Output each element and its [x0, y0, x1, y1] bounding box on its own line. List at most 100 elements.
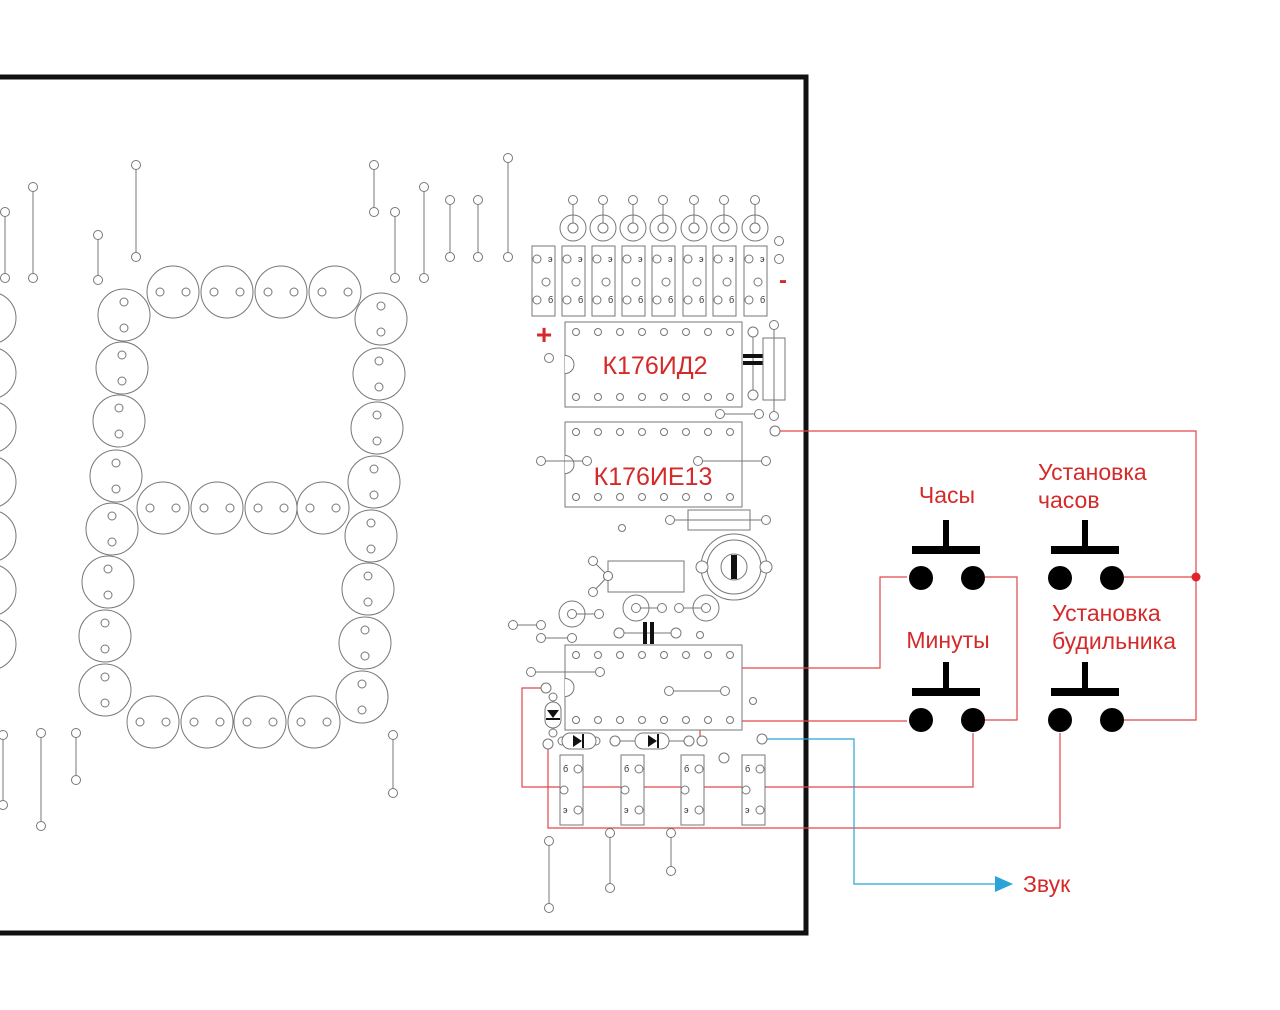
pad — [761, 515, 771, 525]
segment-pad — [233, 695, 287, 749]
wire-sound — [767, 738, 995, 885]
pad — [713, 295, 723, 305]
label-minutes: Минуты — [906, 627, 989, 653]
pad — [747, 389, 759, 401]
segment-pad — [97, 288, 151, 342]
segment-hole — [372, 436, 382, 446]
segment-pad — [95, 341, 149, 395]
ic-pin — [594, 493, 602, 501]
resistor-pad — [649, 214, 677, 242]
pad — [532, 295, 542, 305]
capacitor — [743, 354, 765, 358]
segment-hole — [366, 544, 376, 554]
chip-label-decoder: К176ИД2 — [602, 352, 707, 380]
pad — [548, 692, 558, 702]
ic-pin — [660, 716, 668, 724]
pad — [670, 627, 682, 639]
pad — [693, 456, 703, 466]
buttons — [909, 520, 1124, 732]
pad — [622, 295, 632, 305]
ic-pin — [572, 651, 580, 659]
ic-notch — [564, 455, 575, 474]
pad — [720, 686, 730, 696]
pad — [658, 195, 668, 205]
pad — [657, 603, 667, 613]
ic-pin — [660, 651, 668, 659]
pad — [744, 254, 754, 264]
resistor-pad — [680, 214, 708, 242]
pad — [694, 805, 704, 815]
pin-label-emitter: э — [624, 805, 629, 815]
ic-pin — [704, 328, 712, 336]
button-minutes-bar — [912, 688, 980, 696]
ic-decoder — [564, 321, 743, 408]
button-minutes-stem — [943, 662, 949, 690]
capacitor — [743, 361, 765, 365]
capacitor — [650, 622, 654, 644]
pad — [588, 556, 598, 566]
pad — [755, 764, 765, 774]
resistor-pad — [619, 214, 647, 242]
ic-pin — [726, 393, 734, 401]
wire-hours-minutes — [985, 576, 1018, 721]
pad — [744, 295, 754, 305]
pad — [542, 738, 554, 750]
pad — [588, 587, 598, 597]
segment-hole — [374, 356, 384, 366]
pad — [526, 667, 536, 677]
segment-pad — [0, 619, 17, 669]
pad — [774, 236, 784, 246]
ic-notch — [564, 355, 575, 374]
segment-hole — [322, 717, 332, 727]
segment-hole — [296, 717, 306, 727]
arrow-icon — [995, 876, 1013, 892]
pad — [562, 295, 572, 305]
pad — [508, 620, 518, 630]
pad — [93, 275, 103, 285]
pin-label-emitter: э — [668, 254, 673, 264]
segment-pad — [89, 449, 143, 503]
button-minutes-contact — [909, 708, 933, 732]
pad — [592, 295, 602, 305]
pad — [473, 195, 483, 205]
pad — [618, 524, 626, 532]
segment-hole — [107, 511, 117, 521]
segment-hole — [360, 651, 370, 661]
segment-pad — [126, 695, 180, 749]
pad — [692, 277, 702, 287]
pad — [369, 207, 379, 217]
pad — [573, 805, 583, 815]
pad — [674, 603, 684, 613]
ic-pin — [594, 651, 602, 659]
pad — [774, 254, 784, 264]
pad — [701, 603, 711, 613]
pad — [688, 222, 700, 234]
pin-label-emitter: э — [745, 805, 750, 815]
segment-pad — [190, 481, 244, 535]
pin-label-emitter: э — [563, 805, 568, 815]
segment-hole — [100, 644, 110, 654]
pad — [532, 254, 542, 264]
pad — [749, 222, 761, 234]
segment-hole — [360, 625, 370, 635]
ic-pin — [682, 428, 690, 436]
segment-hole — [363, 571, 373, 581]
segment-pad — [338, 616, 392, 670]
segment-pad — [78, 609, 132, 663]
pad — [605, 828, 615, 838]
button-set-alarm-bar — [1051, 688, 1119, 696]
segment-pad — [344, 509, 398, 563]
segment-hole — [161, 717, 171, 727]
pad — [541, 277, 551, 287]
segment-hole — [366, 518, 376, 528]
ic-pin — [616, 493, 624, 501]
segment-hole — [279, 503, 289, 513]
pad — [445, 195, 455, 205]
pad — [657, 222, 669, 234]
pad — [536, 620, 546, 630]
ic-pin — [726, 716, 734, 724]
pad — [503, 252, 513, 262]
ic-pin — [660, 493, 668, 501]
segment-hole — [289, 287, 299, 297]
chip-label-counter: К176ИЕ13 — [594, 463, 713, 491]
